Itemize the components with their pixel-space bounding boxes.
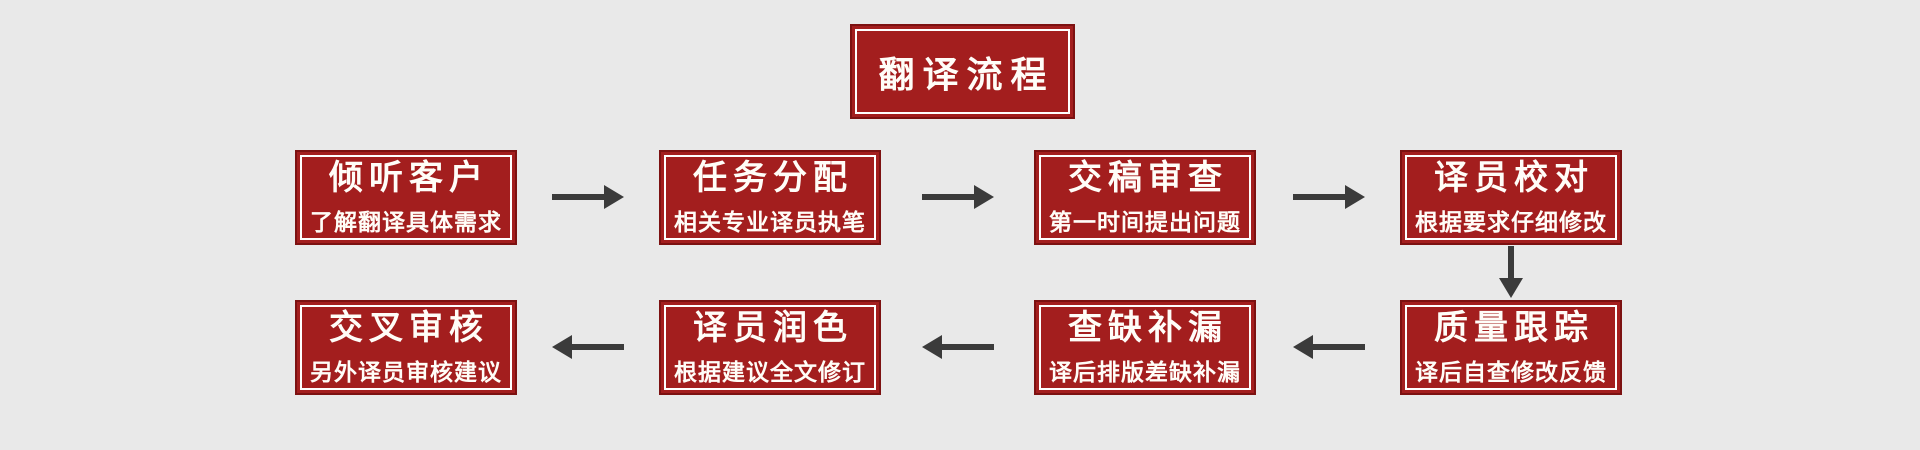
- arrow-head: [1293, 335, 1313, 359]
- flow-step-quality-tracking: 质量跟踪 译后自查修改反馈: [1400, 300, 1622, 395]
- step-subtitle: 译后排版差缺补漏: [1049, 358, 1241, 385]
- arrow-head: [552, 335, 572, 359]
- arrow-shaft: [572, 344, 624, 350]
- flow-step-draft-review: 交稿审查 第一时间提出问题: [1034, 150, 1256, 245]
- step-title: 质量跟踪: [1434, 309, 1594, 348]
- arrow-head: [604, 185, 624, 209]
- flow-step-gap-check: 查缺补漏 译后排版差缺补漏: [1034, 300, 1256, 395]
- arrow-down-icon: [1499, 246, 1523, 298]
- arrow-shaft: [1293, 194, 1345, 200]
- step-title: 交稿审查: [1068, 159, 1228, 198]
- arrow-shaft: [922, 194, 974, 200]
- step-title: 任务分配: [693, 159, 853, 198]
- arrow-head: [1499, 278, 1523, 298]
- arrow-left-icon: [1293, 335, 1365, 359]
- step-title: 译员润色: [693, 309, 853, 348]
- arrow-left-icon: [922, 335, 994, 359]
- step-subtitle: 第一时间提出问题: [1049, 208, 1241, 235]
- flow-step-task-assignment: 任务分配 相关专业译员执笔: [659, 150, 881, 245]
- flowchart-title-box: 翻译流程: [850, 24, 1075, 119]
- step-subtitle: 另外译员审核建议: [310, 358, 502, 385]
- step-subtitle: 根据要求仔细修改: [1415, 208, 1607, 235]
- step-subtitle: 了解翻译具体需求: [310, 208, 502, 235]
- arrow-shaft: [942, 344, 994, 350]
- arrow-head: [1345, 185, 1365, 209]
- step-title: 交叉审核: [329, 309, 489, 348]
- flow-step-translator-proofreading: 译员校对 根据要求仔细修改: [1400, 150, 1622, 245]
- arrow-shaft: [1508, 246, 1514, 278]
- step-subtitle: 根据建议全文修订: [674, 358, 866, 385]
- arrow-right-icon: [922, 185, 994, 209]
- arrow-right-icon: [1293, 185, 1365, 209]
- arrow-right-icon: [552, 185, 624, 209]
- step-title: 查缺补漏: [1068, 309, 1228, 348]
- flow-step-translator-polishing: 译员润色 根据建议全文修订: [659, 300, 881, 395]
- step-title: 倾听客户: [329, 159, 489, 198]
- flowchart-title: 翻译流程: [878, 53, 1055, 95]
- arrow-shaft: [552, 194, 604, 200]
- step-subtitle: 译后自查修改反馈: [1415, 358, 1607, 385]
- flow-step-listen-customer: 倾听客户 了解翻译具体需求: [295, 150, 517, 245]
- step-subtitle: 相关专业译员执笔: [674, 208, 866, 235]
- arrow-left-icon: [552, 335, 624, 359]
- arrow-shaft: [1313, 344, 1365, 350]
- step-title: 译员校对: [1434, 159, 1594, 198]
- arrow-head: [974, 185, 994, 209]
- flow-step-cross-review: 交叉审核 另外译员审核建议: [295, 300, 517, 395]
- arrow-head: [922, 335, 942, 359]
